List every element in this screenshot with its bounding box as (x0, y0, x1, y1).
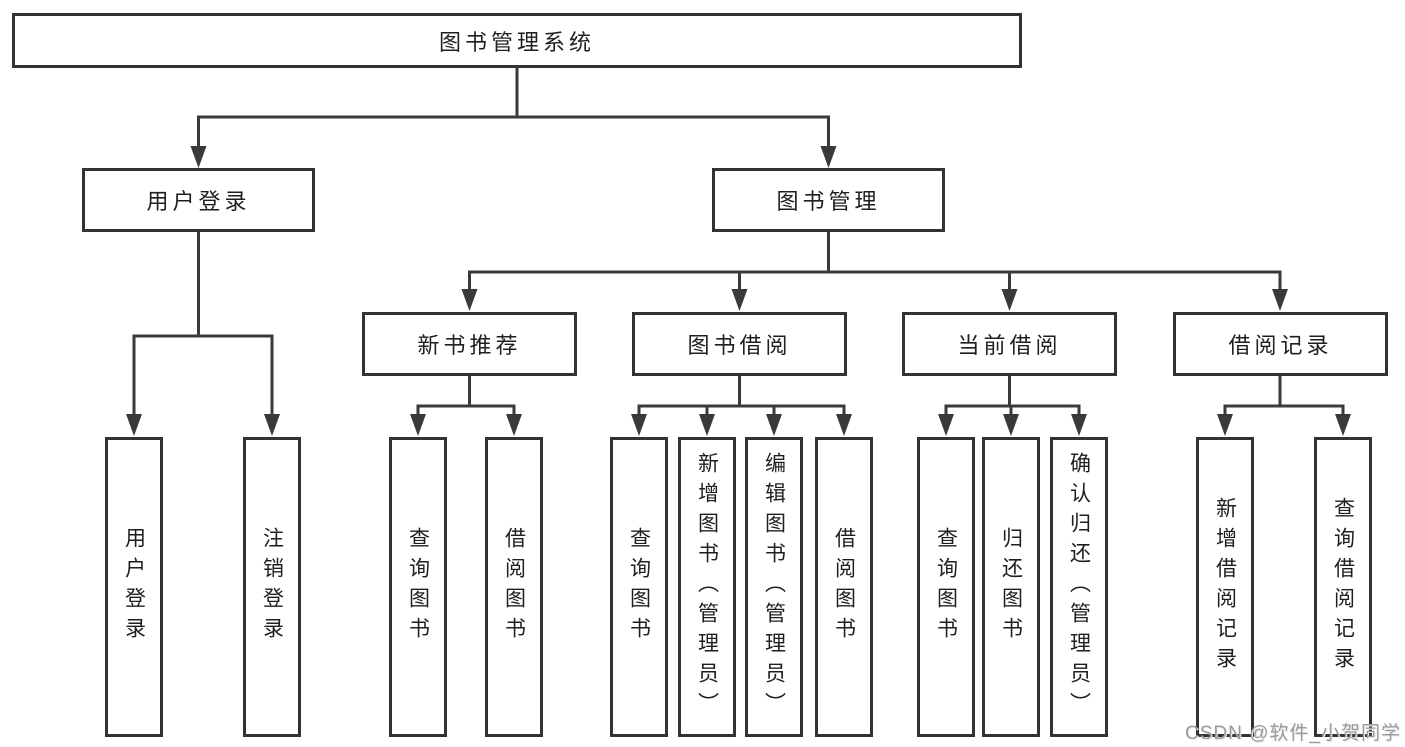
connector-new-book-recommend-to-children (410, 376, 522, 436)
connector-current-borrowing-to-children (938, 376, 1087, 436)
leaf-logout: 注销登录 (243, 437, 301, 737)
node-book-management: 图书管理 (712, 168, 945, 232)
node-new-book-recommend: 新书推荐 (362, 312, 577, 376)
leaf-query-books-borrowing: 查询图书 (610, 437, 668, 737)
node-root: 图书管理系统 (12, 13, 1022, 68)
leaf-edit-book-admin: 编辑图书（管理员） (745, 437, 803, 737)
leaf-query-borrow-record: 查询借阅记录 (1314, 437, 1372, 737)
connector-borrowing-records-to-children (1217, 376, 1351, 436)
leaf-borrow-books-borrowing: 借阅图书 (815, 437, 873, 737)
node-borrowing-records: 借阅记录 (1173, 312, 1388, 376)
leaf-add-borrow-record: 新增借阅记录 (1196, 437, 1254, 737)
leaf-user-login: 用户登录 (105, 437, 163, 737)
leaf-return-book: 归还图书 (982, 437, 1040, 737)
leaf-query-books-recommend: 查询图书 (389, 437, 447, 737)
leaf-query-books-current: 查询图书 (917, 437, 975, 737)
leaf-borrow-books-recommend: 借阅图书 (485, 437, 543, 737)
node-book-borrowing: 图书借阅 (632, 312, 847, 376)
connector-user-login-to-children (126, 232, 280, 436)
leaf-add-book-admin: 新增图书（管理员） (678, 437, 736, 737)
connector-book-borrowing-to-children (631, 376, 852, 436)
node-current-borrowing: 当前借阅 (902, 312, 1117, 376)
node-user-login: 用户登录 (82, 168, 315, 232)
connector-book-management-to-level3 (461, 232, 1288, 311)
watermark: CSDN @软件_小贺同学 (1185, 723, 1401, 744)
leaf-confirm-return-admin: 确认归还（管理员） (1050, 437, 1108, 737)
connector-root-to-level2 (190, 68, 837, 168)
